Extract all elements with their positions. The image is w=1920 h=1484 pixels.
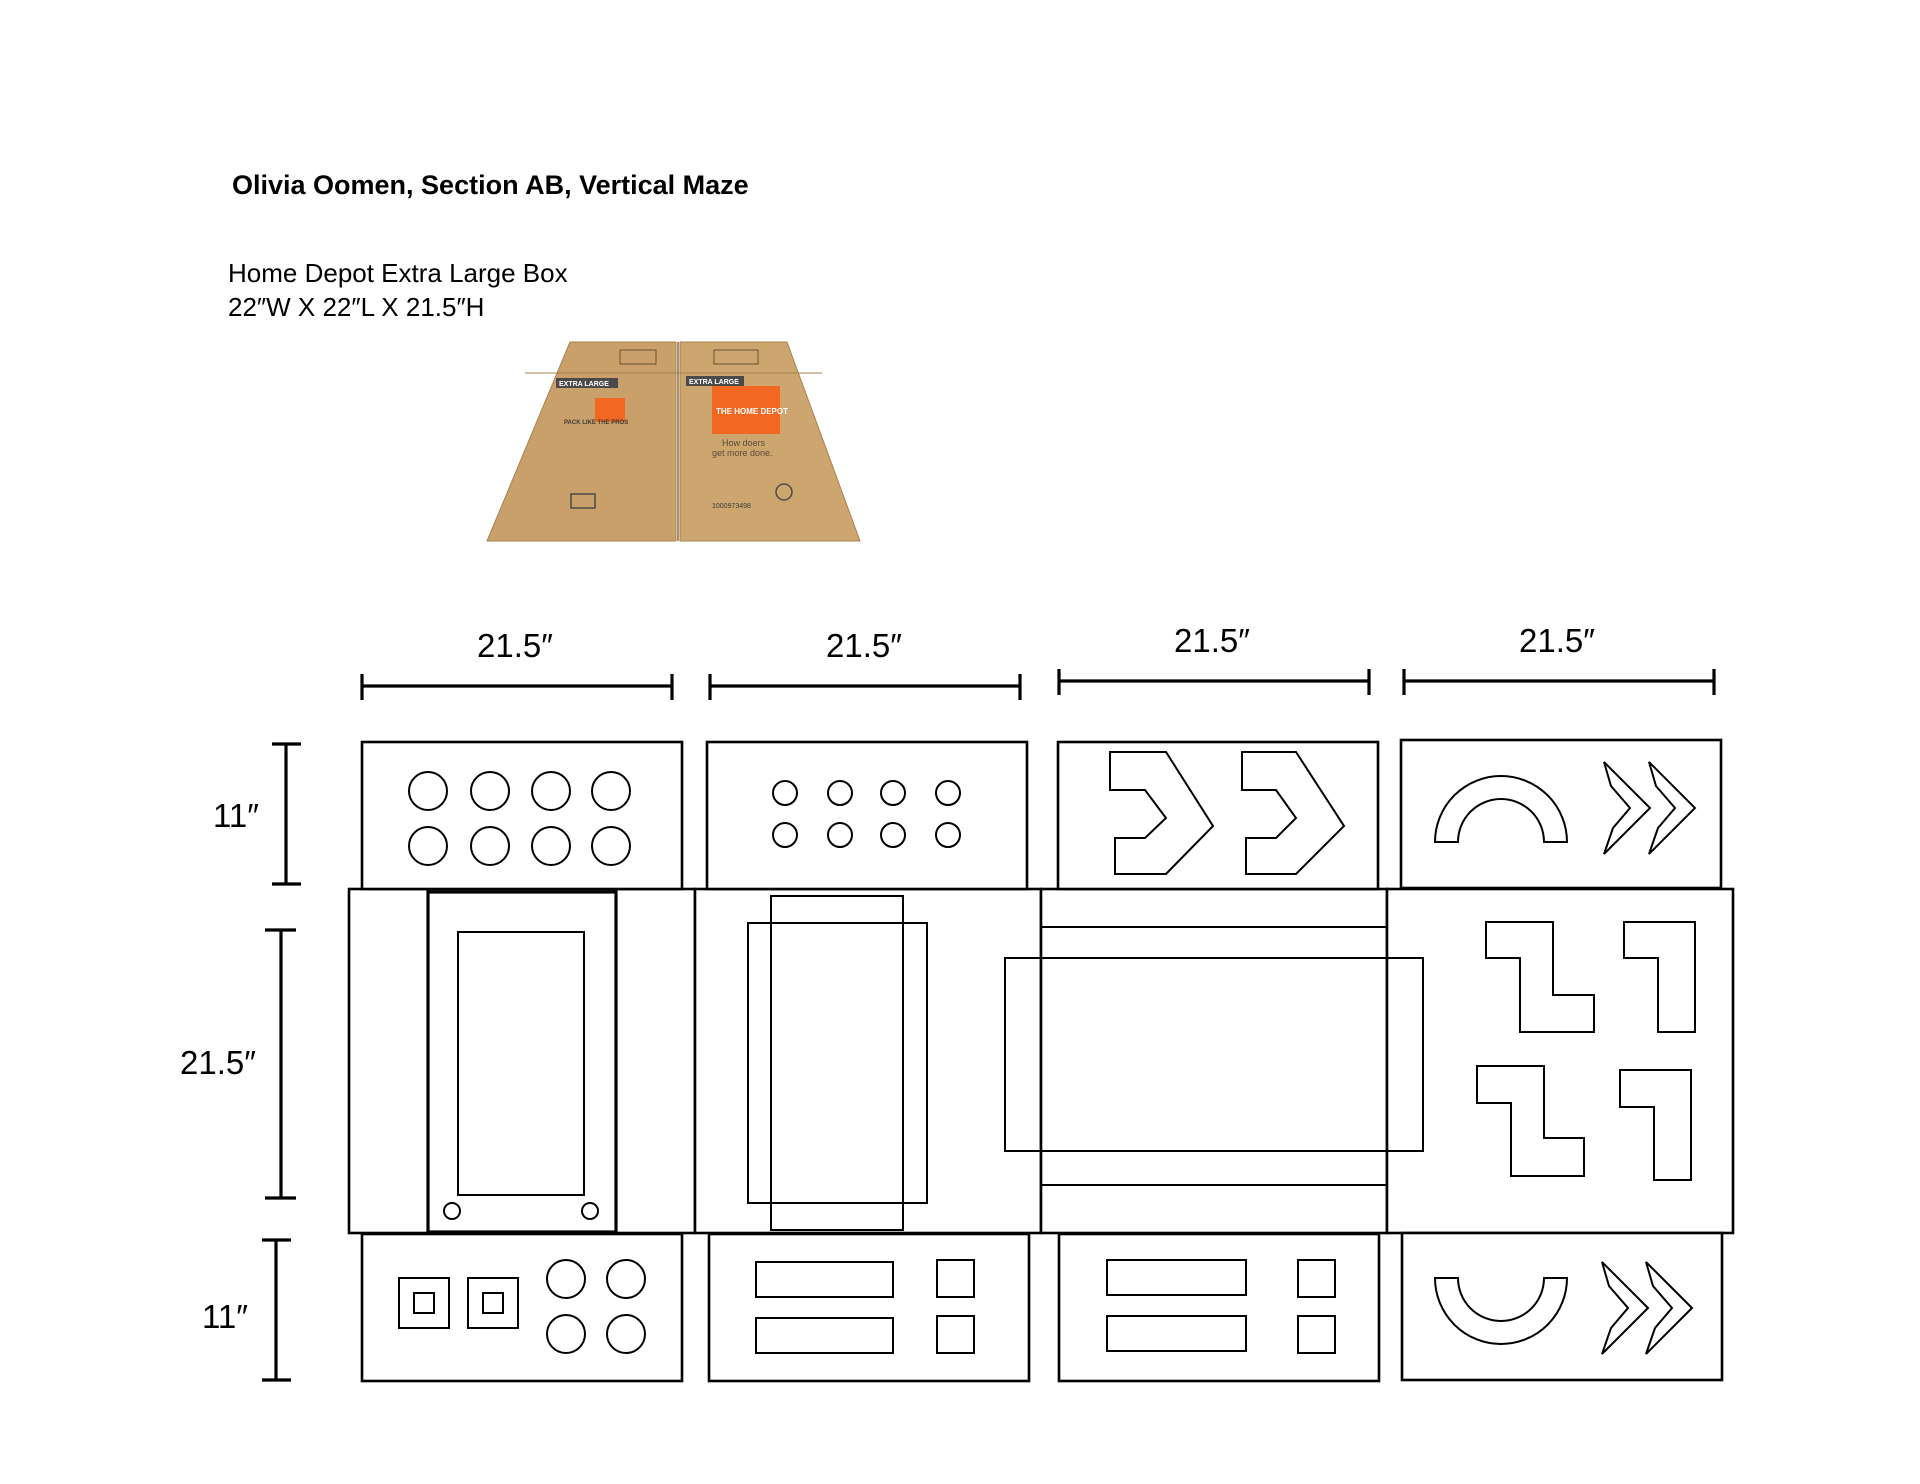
double-chevron-hole-bottom (1601, 1261, 1650, 1355)
side-panel-4 (1385, 887, 1735, 1235)
top-flap-2-circle-holes (772, 780, 961, 848)
bottom-flap-height-label: 11″ (202, 1298, 248, 1335)
side-panel-1 (347, 887, 697, 1235)
home-depot-logo (712, 386, 780, 434)
width-label-2: 21.5″ (826, 627, 902, 664)
width-label-1: 21.5″ (477, 627, 553, 664)
home-depot-logo-small (595, 398, 625, 422)
width-label-4: 21.5″ (1519, 622, 1595, 659)
arch-hole (1433, 775, 1569, 843)
top-flap-height-label: 11″ (213, 797, 259, 834)
pack-text: PACK LIKE THE PROS (564, 420, 628, 426)
side-panel-1-door (426, 890, 618, 1234)
top-flap-1 (360, 740, 684, 891)
page-title: Olivia Oomen, Section AB, Vertical Maze (232, 170, 749, 200)
bottom-flap-3-holes (1106, 1259, 1336, 1354)
right-flap-label: EXTRA LARGE (689, 379, 739, 386)
width-dimension-1: 21.5″ (360, 627, 674, 700)
top-flap-4-shapes (1433, 761, 1697, 855)
bottom-flap-2-holes (755, 1259, 975, 1354)
bottom-flap-2 (707, 1232, 1031, 1383)
box-tagline-2: get more done. (712, 448, 773, 458)
side-panel-4-shapes (1476, 921, 1696, 1181)
side-panel-3 (1039, 887, 1389, 1235)
width-dimension-3: 21.5″ (1057, 622, 1371, 695)
top-flap-height-dimension: 11″ (213, 742, 301, 886)
top-flap-2 (705, 740, 1029, 891)
recycle-icon (775, 483, 793, 501)
double-chevron-hole-top-2 (1648, 761, 1697, 855)
side-panel-3-tray (1004, 926, 1424, 1186)
width-dimension-2: 21.5″ (708, 627, 1022, 700)
barcode-number: 1000973498 (712, 503, 751, 510)
side-panel-2 (693, 887, 1043, 1235)
side-panel-2-tray (747, 895, 928, 1231)
top-flap-3-chevron-holes (1109, 751, 1346, 875)
bottom-flap-1 (360, 1232, 684, 1383)
box-photo: EXTRA LARGE EXTRA LARGE THE HOME DEPOT H… (486, 341, 861, 542)
door-frame (426, 890, 618, 1234)
bottom-flap-height-dimension: 11″ (202, 1238, 291, 1382)
side-height-label: 21.5″ (180, 1044, 256, 1081)
double-chevron-hole-bottom-2 (1645, 1261, 1694, 1355)
box-dimensions: 22″W X 22″L X 21.5″H (228, 292, 485, 322)
bowl-hole (1433, 1277, 1569, 1345)
door-opening (457, 931, 585, 1196)
left-flap-label: EXTRA LARGE (559, 381, 609, 388)
box-right-panel (679, 341, 861, 542)
box-name: Home Depot Extra Large Box (228, 258, 568, 288)
box-left-panel (486, 341, 677, 542)
bottom-flap-3 (1057, 1232, 1381, 1383)
bottom-flap-1-holes (398, 1259, 646, 1354)
width-dimension-4: 21.5″ (1402, 622, 1716, 695)
double-chevron-hole-top (1603, 761, 1652, 855)
width-label-3: 21.5″ (1174, 622, 1250, 659)
bottom-flap-4 (1400, 1231, 1724, 1382)
home-depot-logo-text: THE HOME DEPOT (716, 407, 788, 416)
top-flap-3 (1056, 740, 1380, 891)
top-flap-1-circle-holes (408, 771, 631, 866)
bottom-flap-4-shapes (1433, 1261, 1694, 1355)
box-tagline-1: How doers (722, 438, 766, 448)
side-height-dimension: 21.5″ (180, 928, 296, 1200)
